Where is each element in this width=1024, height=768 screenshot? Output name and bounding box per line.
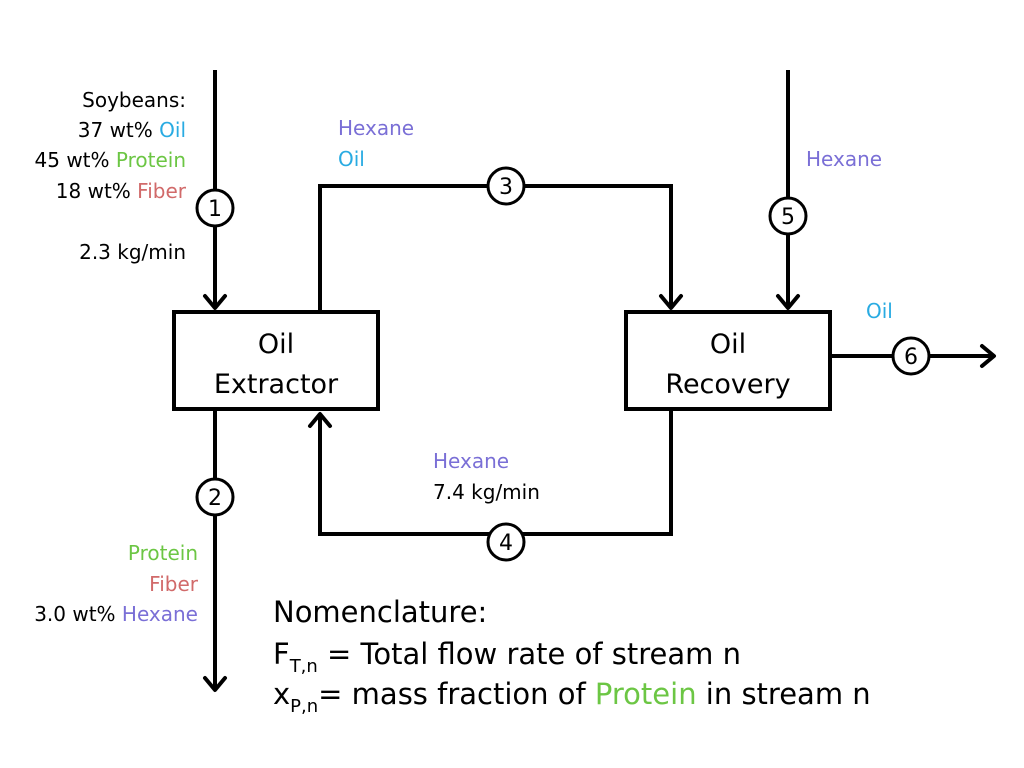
oil-extractor-box — [172, 310, 380, 411]
oil-recovery-unit: Oil Recovery — [624, 310, 832, 411]
stream-1-fiber-pct: 18 wt% — [56, 179, 131, 203]
stream-1-protein-pct: 45 wt% — [35, 148, 110, 172]
nomenclature-block: Nomenclature: FT,n = Total flow rate of … — [273, 595, 871, 717]
nomenclature-2-highlight: Protein — [595, 677, 697, 711]
stream-1-node — [195, 188, 235, 228]
nomenclature-2-var: x — [273, 677, 290, 711]
stream-3-node — [486, 166, 526, 206]
stream-4-number: 4 — [499, 531, 513, 556]
oil-extractor-unit: Oil Extractor — [172, 310, 380, 411]
stream-2-number: 2 — [208, 486, 222, 511]
stream-1-flow: 2.3 kg/min — [79, 240, 186, 264]
nomenclature-line-1: FT,n = Total flow rate of stream n — [273, 637, 741, 677]
stream-2-node — [195, 477, 235, 517]
stream-3-comp-hexane: Hexane — [338, 116, 414, 140]
stream-6-arrowhead — [980, 344, 996, 368]
stream-1-arrowhead — [203, 294, 227, 310]
stream-2-hexane-name: Hexane — [122, 602, 198, 626]
stream-4-arrowhead — [308, 412, 332, 428]
nomenclature-1-var: F — [273, 637, 290, 671]
stream-3-number: 3 — [499, 175, 513, 200]
stream-1-oil-pct: 37 wt% — [78, 118, 153, 142]
stream-1-protein-name: Protein — [116, 148, 186, 172]
oil-recovery-label-1: Oil — [710, 329, 746, 360]
stream-5-comp-hexane: Hexane — [806, 147, 882, 171]
stream-1-comp-fiber: 18 wt% Fiber — [56, 179, 187, 203]
oil-extractor-label-2: Extractor — [214, 369, 339, 400]
stream-3-line — [318, 184, 673, 310]
stream-6-comp-oil: Oil — [866, 299, 893, 323]
nomenclature-title: Nomenclature: — [273, 595, 487, 629]
stream-1-comp-oil: 37 wt% Oil — [78, 118, 186, 142]
stream-2-comp-hexane: 3.0 wt% Hexane — [34, 602, 198, 626]
stream-6: 6 Oil — [832, 299, 996, 376]
stream-3: 3 Hexane Oil — [318, 116, 683, 310]
stream-5-arrowhead — [776, 294, 800, 310]
stream-2: 2 Protein Fiber 3.0 wt% Hexane — [34, 411, 235, 692]
nomenclature-2-text-pre: = mass fraction of — [318, 677, 595, 711]
stream-2-arrowhead — [203, 676, 227, 692]
stream-5-node — [768, 196, 808, 236]
stream-5: 5 Hexane — [768, 70, 882, 310]
stream-2-comp-fiber: Fiber — [149, 572, 199, 596]
nomenclature-1-text: = Total flow rate of stream n — [318, 637, 741, 671]
stream-1-oil-name: Oil — [159, 118, 186, 142]
oil-extractor-label-1: Oil — [258, 329, 294, 360]
stream-1-number: 1 — [208, 197, 222, 222]
stream-2-hexane-pct: 3.0 wt% — [34, 602, 115, 626]
stream-6-number: 6 — [904, 345, 918, 370]
stream-3-comp-oil: Oil — [338, 147, 365, 171]
stream-1-heading: Soybeans: — [82, 88, 186, 112]
stream-3-arrowhead — [659, 294, 683, 310]
stream-4-flow: 7.4 kg/min — [433, 480, 540, 504]
stream-1-comp-protein: 45 wt% Protein — [35, 148, 186, 172]
stream-5-number: 5 — [781, 205, 795, 230]
nomenclature-2-text-post: in stream n — [697, 677, 871, 711]
nomenclature-line-2: xP,n= mass fraction of Protein in stream… — [273, 677, 871, 717]
stream-4-comp-hexane: Hexane — [433, 449, 509, 473]
nomenclature-2-sub: P,n — [290, 696, 318, 717]
stream-6-node — [891, 336, 931, 376]
stream-1: 1 Soybeans: 37 wt% Oil 45 wt% Protein 18… — [35, 70, 235, 310]
stream-4-node — [486, 522, 526, 562]
stream-4: 4 Hexane 7.4 kg/min — [308, 411, 673, 562]
oil-recovery-box — [624, 310, 832, 411]
oil-recovery-label-2: Recovery — [665, 369, 790, 400]
stream-2-comp-protein: Protein — [128, 541, 198, 565]
nomenclature-1-sub: T,n — [289, 656, 318, 677]
stream-1-fiber-name: Fiber — [137, 179, 187, 203]
